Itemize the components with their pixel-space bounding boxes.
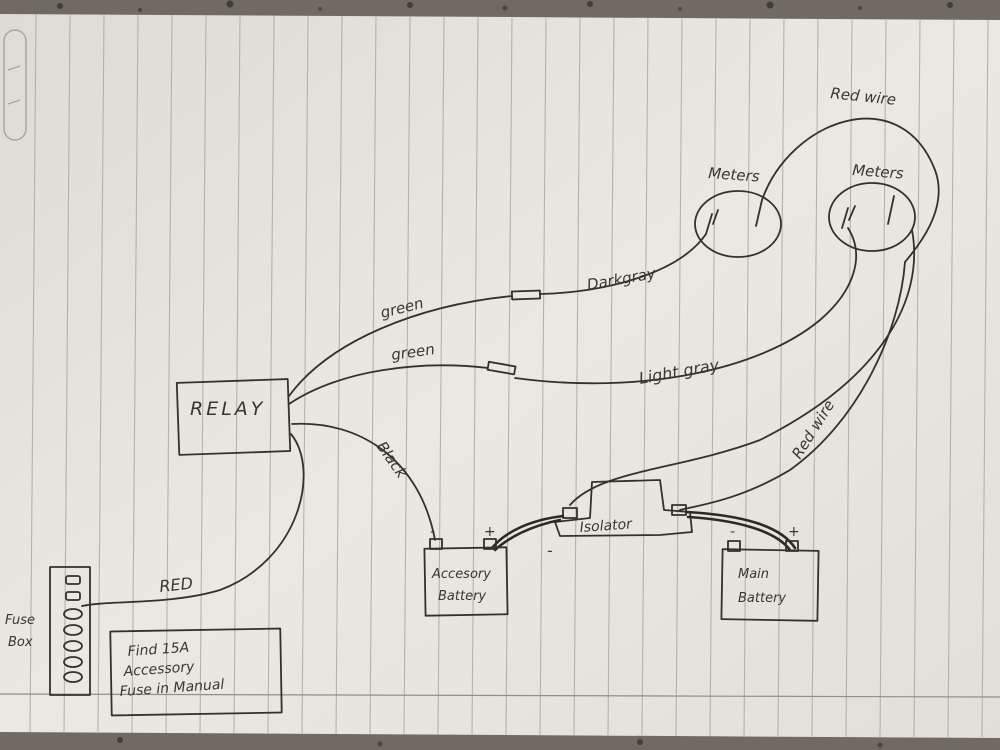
- red-wire-top: [761, 117, 940, 263]
- wire-dark-gray: [539, 233, 707, 295]
- wire-green-top: [288, 295, 513, 397]
- binder-hole: [3, 29, 27, 141]
- note-line-3: Fuse in Manual: [119, 677, 225, 700]
- isolator-minus: -: [547, 541, 553, 560]
- fuse-box-label-2: Box: [8, 635, 33, 650]
- note-line-2: Accessory: [122, 659, 195, 680]
- note-line-1: Find 15A: [127, 640, 190, 660]
- meters-left-label: Meters: [708, 164, 761, 186]
- green-bottom-label: green: [390, 340, 436, 364]
- main-minus: -: [730, 524, 735, 540]
- acc-plus: +: [484, 524, 496, 540]
- relay-label: RELAY: [190, 398, 265, 420]
- accessory-battery: [423, 546, 509, 617]
- wire-meter-to-isolator: [569, 229, 916, 506]
- meter-right: [828, 182, 916, 252]
- main-plus: +: [788, 524, 800, 540]
- isolator-label: Isolator: [579, 516, 633, 536]
- wire-green-bottom: [288, 364, 489, 405]
- isolator-body: [554, 479, 693, 537]
- note-box: [109, 627, 283, 717]
- acc-minus: -: [430, 524, 435, 540]
- main-battery: [720, 548, 820, 622]
- red-wire-side: [679, 261, 906, 511]
- meter-left: [694, 190, 782, 258]
- main-battery-label-1: Main: [738, 567, 769, 582]
- ruled-lines: [29, 13, 989, 738]
- wire-red-fuse: [81, 433, 305, 607]
- meters-right-label: Meters: [852, 161, 905, 183]
- red-label: RED: [158, 574, 193, 596]
- acc-battery-label-2: Battery: [438, 589, 486, 604]
- main-battery-label-2: Battery: [738, 591, 786, 606]
- acc-battery-label-1: Accesory: [431, 567, 491, 582]
- relay-box: [175, 378, 292, 456]
- margin-line: [0, 693, 1000, 698]
- wire-light-gray: [514, 227, 857, 385]
- paper-surface: [0, 14, 1000, 738]
- fuse-box: [49, 566, 91, 696]
- fuse-slots: [63, 575, 83, 683]
- fuse-box-label-1: Fuse: [5, 613, 35, 628]
- wire-black: [291, 422, 436, 541]
